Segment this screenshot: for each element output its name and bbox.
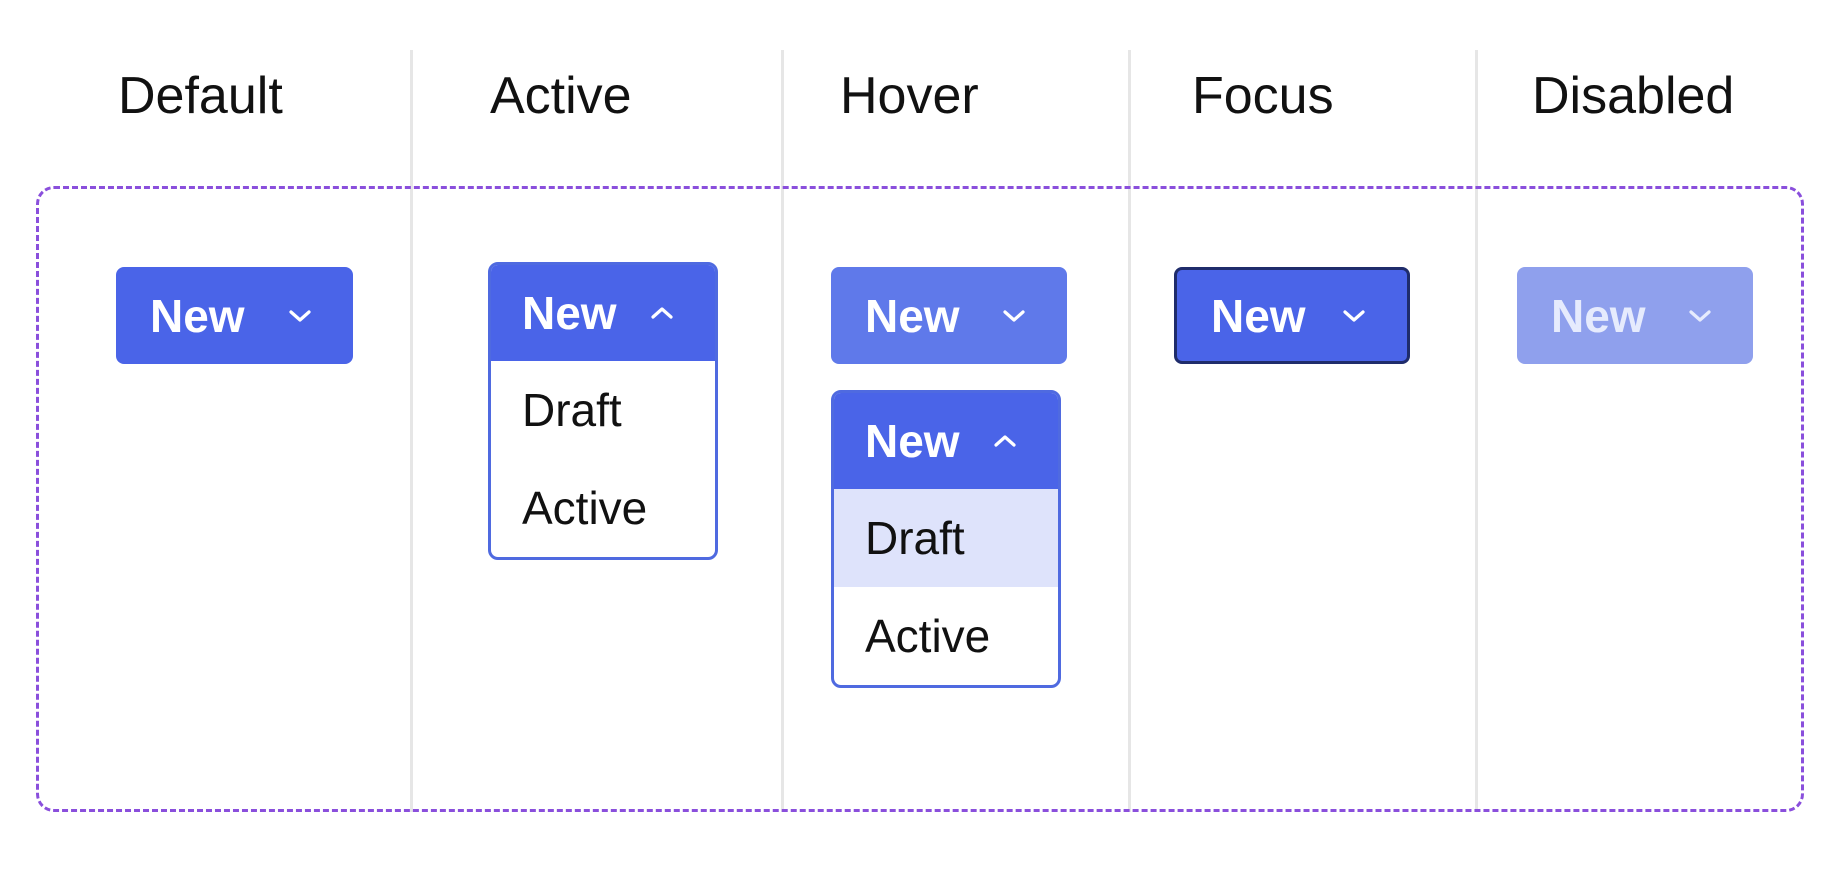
- menu-item-active[interactable]: Active: [865, 610, 991, 662]
- new-button-default[interactable]: New: [116, 267, 353, 364]
- new-dropdown-hover: New Draft Active: [831, 390, 1061, 688]
- new-button-label: New: [1211, 289, 1306, 342]
- new-dropdown-active: New Draft Active: [488, 262, 718, 560]
- component-frame: [36, 186, 1804, 812]
- new-button-label: New: [150, 289, 245, 342]
- new-button-label: New: [865, 415, 960, 467]
- chevron-up-icon: [651, 306, 673, 320]
- column-title-hover: Hover: [840, 67, 979, 125]
- menu-item-draft[interactable]: Draft: [522, 384, 622, 436]
- chevron-up-icon: [994, 434, 1016, 448]
- chevron-down-icon: [1689, 309, 1711, 323]
- new-button-disabled: New: [1517, 267, 1753, 364]
- new-button-active[interactable]: New: [491, 265, 715, 361]
- column-title-active: Active: [490, 67, 632, 125]
- column-title-focus: Focus: [1192, 67, 1334, 125]
- column-title-default: Default: [118, 67, 283, 125]
- new-button-hover-open[interactable]: New: [834, 393, 1058, 489]
- chevron-down-icon: [1003, 309, 1025, 323]
- menu-item-active[interactable]: Active: [522, 482, 648, 534]
- column-title-disabled: Disabled: [1532, 67, 1735, 125]
- new-button-focus[interactable]: New: [1174, 267, 1410, 364]
- chevron-down-icon: [1343, 309, 1365, 323]
- new-button-label: New: [865, 289, 960, 342]
- menu-item-draft-hovered[interactable]: Draft: [834, 489, 1058, 587]
- column-divider: [781, 50, 784, 812]
- column-divider: [1128, 50, 1131, 812]
- new-button-label: New: [1551, 289, 1646, 342]
- column-divider: [1475, 50, 1478, 812]
- chevron-down-icon: [289, 309, 311, 323]
- new-button-label: New: [522, 287, 617, 339]
- new-button-hover[interactable]: New: [831, 267, 1067, 364]
- column-divider: [410, 50, 413, 812]
